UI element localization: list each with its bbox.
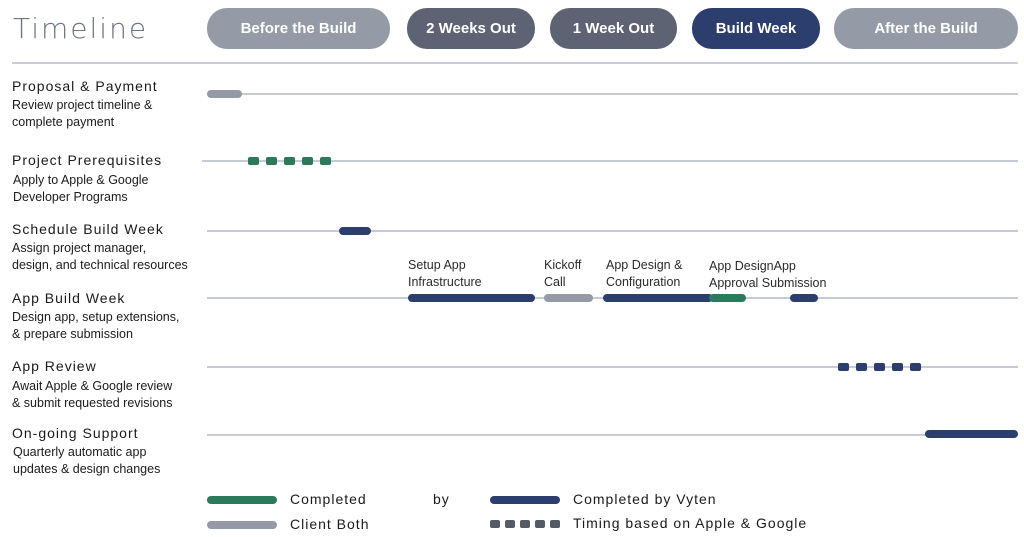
page-title: Timeline (13, 12, 149, 45)
track-ongoing-support (207, 434, 1018, 436)
row-title-proposal: Proposal & Payment (12, 78, 158, 94)
legend-label-timing: Timing based on Apple & Google (573, 515, 808, 531)
track-app-review (207, 366, 1018, 368)
legend-swatch-completed (207, 496, 277, 504)
legend-swatch-vyten (490, 496, 560, 504)
header-divider (12, 62, 1018, 64)
bar-app-design (603, 294, 713, 302)
legend-label-by: by (433, 491, 450, 507)
annotation-app-design: App Design &Configuration (606, 258, 683, 289)
row-title-app-review: App Review (12, 358, 97, 374)
row-desc-build-week: Design app, setup extensions,& prepare s… (12, 310, 180, 341)
legend-label-client-both: Client Both (290, 516, 370, 532)
dashed-bar-app-review (838, 362, 921, 372)
bar-proposal (207, 90, 242, 98)
row-desc-schedule: Assign project manager,design, and techn… (12, 241, 188, 272)
bar-setup-infrastructure (408, 294, 535, 302)
track-prerequisites (202, 160, 1018, 162)
row-title-build-week: App Build Week (12, 290, 126, 306)
row-title-prerequisites: Project Prerequisites (12, 152, 163, 168)
bar-kickoff-call (544, 294, 593, 302)
bar-app-submission (790, 294, 818, 302)
bar-ongoing-support (925, 430, 1018, 438)
legend-label-completed: Completed (290, 491, 367, 507)
legend-swatch-client-both (207, 521, 277, 529)
row-desc-app-review: Await Apple & Google review& submit requ… (12, 379, 173, 410)
phase-2-weeks-out: 2 Weeks Out (407, 8, 535, 49)
legend-swatch-timing (490, 519, 560, 529)
legend-label-vyten: Completed by Vyten (573, 491, 717, 507)
row-title-ongoing-support: On-going Support (12, 425, 139, 441)
dashed-bar-prerequisites (248, 156, 331, 166)
bar-app-design-approval (709, 294, 746, 302)
bar-schedule (339, 227, 371, 235)
track-schedule (207, 230, 1018, 232)
phase-before-the-build: Before the Build (207, 8, 390, 49)
phase-after-the-build: After the Build (834, 8, 1018, 49)
row-desc-proposal: Review project timeline &complete paymen… (12, 98, 153, 129)
track-proposal (207, 93, 1018, 95)
phase-1-week-out: 1 Week Out (550, 8, 677, 49)
row-title-schedule: Schedule Build Week (12, 221, 164, 237)
phase-build-week: Build Week (692, 8, 820, 49)
